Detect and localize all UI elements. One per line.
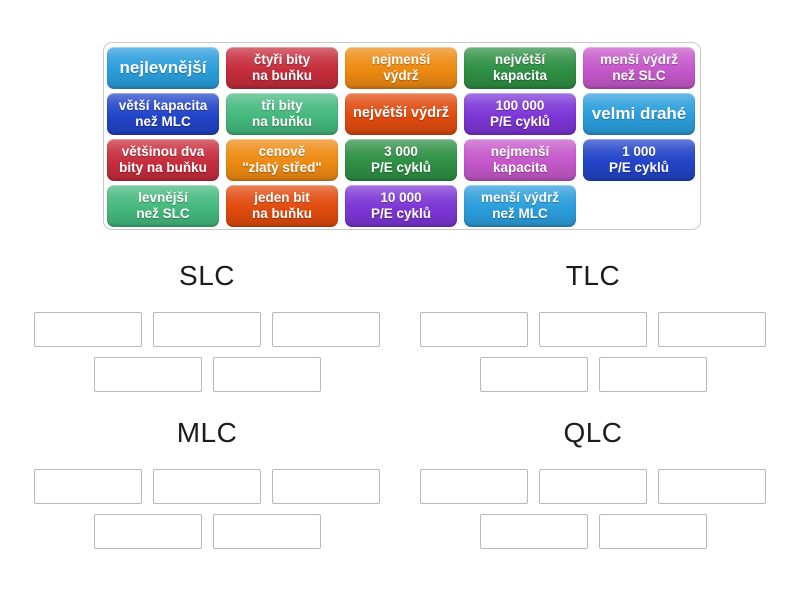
drop-slot[interactable]: [658, 469, 766, 504]
drop-slot[interactable]: [93, 357, 202, 392]
drop-slot[interactable]: [598, 357, 707, 392]
group-tlc-title: TLC: [565, 260, 621, 291]
group-qlc: QLC: [420, 415, 766, 559]
drop-slot[interactable]: [272, 469, 380, 504]
drop-slot[interactable]: [658, 312, 766, 347]
group-slc: SLC: [34, 258, 380, 402]
tile-cenove-zlaty-stred[interactable]: cenově "zlatý střed": [226, 139, 338, 181]
drop-slot[interactable]: [93, 514, 202, 549]
group-qlc-slot-row-2: [420, 514, 766, 549]
group-mlc-slot-row-1: [34, 469, 380, 504]
drop-slot[interactable]: [479, 514, 588, 549]
tile-nejlevnejsi[interactable]: nejlevnější: [107, 47, 219, 89]
drop-slot[interactable]: [539, 312, 647, 347]
group-tlc-slot-row-2: [420, 357, 766, 392]
drop-slot[interactable]: [598, 514, 707, 549]
group-slc-slot-row-2: [34, 357, 380, 392]
tile-10000-pe-cyklu[interactable]: 10 000 P/E cyklů: [345, 185, 457, 227]
drop-slot[interactable]: [539, 469, 647, 504]
group-slc-title: SLC: [179, 260, 235, 291]
drop-slot[interactable]: [420, 469, 528, 504]
tile-nejvetsi-vydrz[interactable]: největší výdrž: [345, 93, 457, 135]
drop-slot[interactable]: [212, 357, 321, 392]
group-qlc-slot-row-1: [420, 469, 766, 504]
tile-ctyri-bity-na-bunku[interactable]: čtyři bity na buňku: [226, 47, 338, 89]
drop-slot[interactable]: [153, 469, 261, 504]
drop-slot[interactable]: [153, 312, 261, 347]
tile-levnejsi-nez-slc[interactable]: levnější než SLC: [107, 185, 219, 227]
tile-nejvetsi-kapacita[interactable]: největší kapacita: [464, 47, 576, 89]
tile-velmi-drahe[interactable]: velmi drahé: [583, 93, 695, 135]
group-qlc-title: QLC: [563, 417, 623, 448]
group-mlc-title: MLC: [176, 417, 238, 448]
tile-mensi-vydrz-nez-slc[interactable]: menší výdrž než SLC: [583, 47, 695, 89]
tile-nejmensi-vydrz[interactable]: nejmenší výdrž: [345, 47, 457, 89]
tile-nejmensi-kapacita[interactable]: nejmenší kapacita: [464, 139, 576, 181]
drop-slot[interactable]: [272, 312, 380, 347]
group-tlc: TLC: [420, 258, 766, 402]
group-mlc-slot-row-2: [34, 514, 380, 549]
tile-3000-pe-cyklu[interactable]: 3 000 P/E cyklů: [345, 139, 457, 181]
drop-slot[interactable]: [212, 514, 321, 549]
tile-vetsi-kapacita-nez-mlc[interactable]: větší kapacita než MLC: [107, 93, 219, 135]
tile-vetsinou-dva-bity-na-bunku[interactable]: většinou dva bity na buňku: [107, 139, 219, 181]
tile-100000-pe-cyklu[interactable]: 100 000 P/E cyklů: [464, 93, 576, 135]
group-tlc-slot-row-1: [420, 312, 766, 347]
tile-tri-bity-na-bunku[interactable]: tři bity na buňku: [226, 93, 338, 135]
tile-jeden-bit-na-bunku[interactable]: jeden bit na buňku: [226, 185, 338, 227]
drop-slot[interactable]: [420, 312, 528, 347]
drop-slot[interactable]: [479, 357, 588, 392]
drop-slot[interactable]: [34, 469, 142, 504]
group-mlc: MLC: [34, 415, 380, 559]
group-slc-slot-row-1: [34, 312, 380, 347]
tile-mensi-vydrz-nez-mlc[interactable]: menší výdrž než MLC: [464, 185, 576, 227]
drop-slot[interactable]: [34, 312, 142, 347]
tile-1000-pe-cyklu[interactable]: 1 000 P/E cyklů: [583, 139, 695, 181]
tile-board: nejlevnější čtyři bity na buňku nejmenší…: [103, 42, 701, 230]
